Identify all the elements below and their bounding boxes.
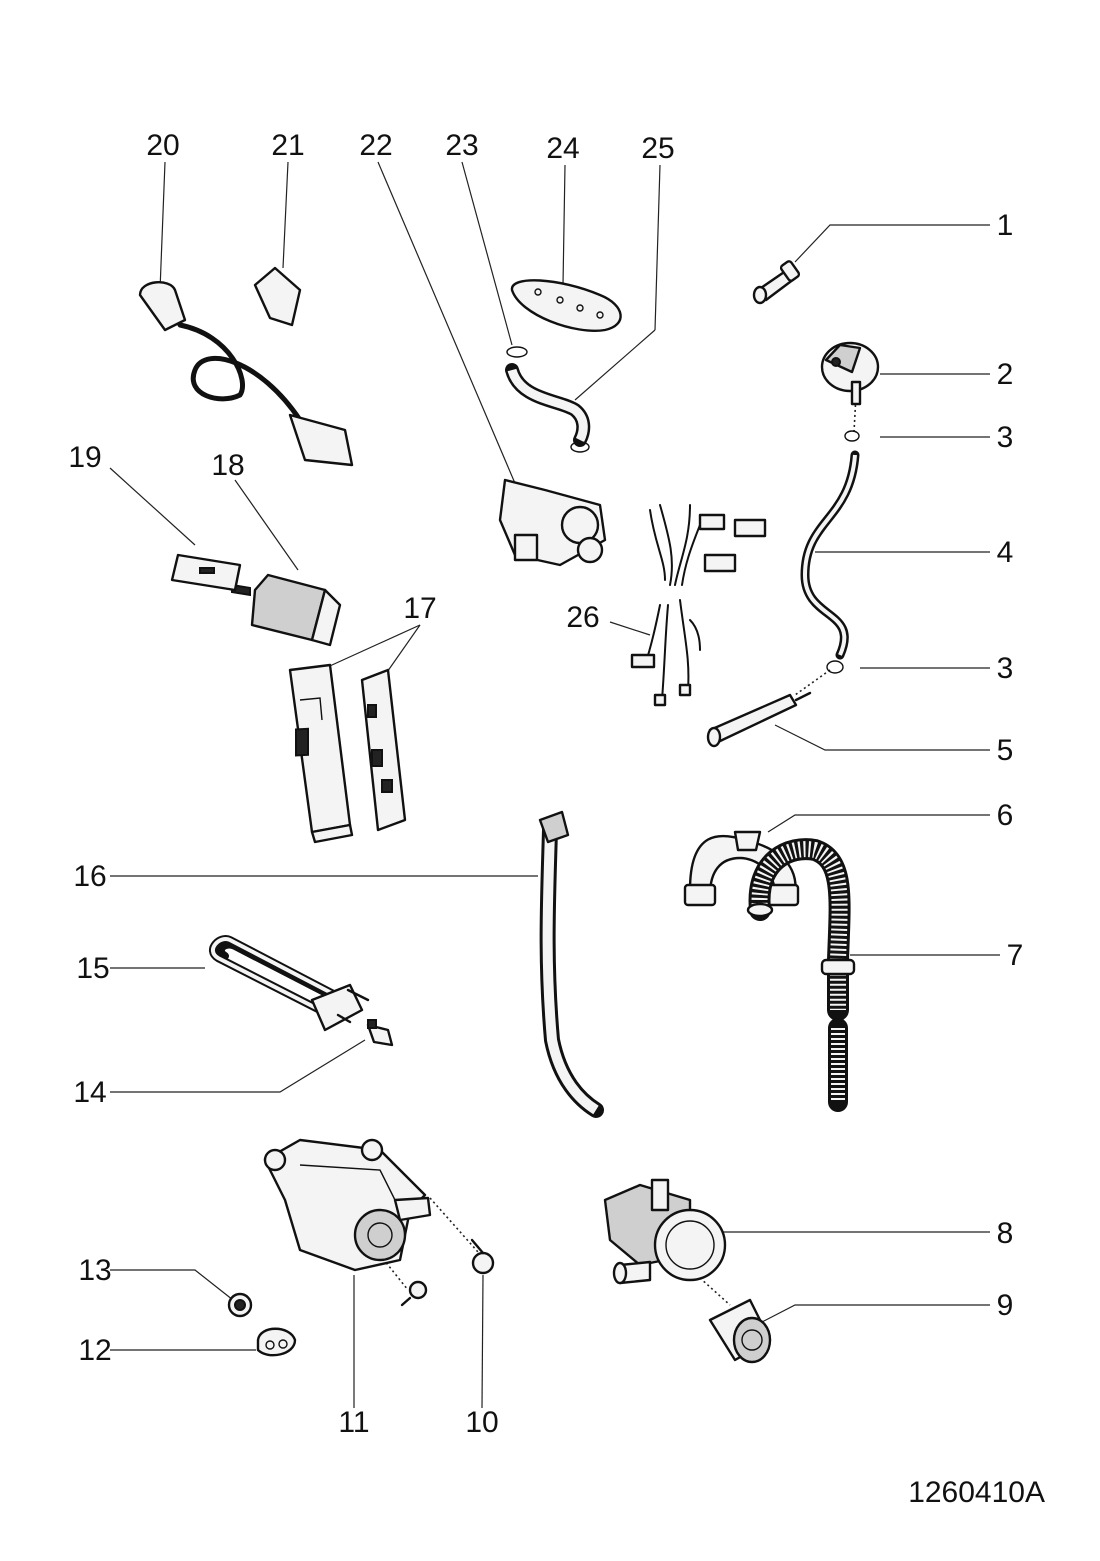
callout-19: 19 — [68, 441, 101, 474]
callout-14: 14 — [73, 1076, 106, 1109]
leader-lines — [109, 161, 1000, 1409]
callout-10: 10 — [465, 1406, 498, 1439]
part-26-wiring-harness — [630, 504, 767, 707]
part-12-bush — [256, 1327, 297, 1357]
part-13-grommet — [227, 1292, 253, 1318]
part-22-inlet-valve — [498, 478, 607, 567]
callout-11: 11 — [338, 1406, 369, 1439]
callout-22: 22 — [359, 129, 392, 162]
part-17-control-board — [288, 663, 407, 844]
callout-16: 16 — [73, 860, 106, 893]
callout-25: 25 — [641, 132, 674, 165]
callout-21: 21 — [271, 129, 304, 162]
callout-12: 12 — [78, 1334, 111, 1367]
part-24-dispenser — [510, 279, 622, 332]
part-10-screw — [470, 1238, 495, 1275]
part-15-heating-element — [209, 935, 370, 1032]
part-9-pump-filter — [708, 1298, 772, 1364]
callout-7: 7 — [1007, 939, 1024, 972]
callout-23: 23 — [445, 129, 478, 162]
callout-18: 18 — [211, 449, 244, 482]
part-14-ntc-sensor — [366, 1019, 394, 1047]
part-3-clip-top — [844, 430, 860, 442]
part-20-mains-cable — [138, 281, 354, 467]
callout-2: 2 — [997, 358, 1014, 391]
callout-3-top: 3 — [997, 421, 1014, 454]
callout-1: 1 — [997, 209, 1014, 242]
part-3-clip-bottom — [826, 660, 844, 674]
callout-6: 6 — [997, 799, 1014, 832]
part-7-drain-hose — [746, 838, 856, 1112]
callout-4: 4 — [997, 536, 1014, 569]
callout-5: 5 — [997, 734, 1014, 767]
part-4-pressure-hose — [800, 450, 860, 660]
part-19-label — [170, 553, 242, 592]
callout-26: 26 — [566, 601, 599, 634]
callout-labels: 20 21 22 23 24 25 1 2 3 4 3 5 6 7 8 9 10… — [68, 129, 1023, 1439]
callout-8: 8 — [997, 1217, 1014, 1250]
part-16-fill-hose — [538, 810, 604, 1118]
callout-3-bottom: 3 — [997, 652, 1014, 685]
part-18-filter — [231, 573, 342, 647]
callout-15: 15 — [76, 952, 109, 985]
part-23-hose-clamp — [506, 346, 528, 358]
part-11-motor — [263, 1138, 432, 1307]
part-5-air-trap — [706, 691, 812, 748]
callout-13: 13 — [78, 1254, 111, 1287]
callout-24: 24 — [546, 132, 579, 165]
part-8-drain-pump — [603, 1178, 727, 1285]
callout-9: 9 — [997, 1289, 1014, 1322]
part-6-hose-guide — [683, 830, 800, 907]
part-2-pressure-switch — [820, 341, 880, 406]
callout-20: 20 — [146, 129, 179, 162]
drawing-code: 1260410A — [908, 1476, 1045, 1509]
part-25-hose — [505, 363, 591, 453]
part-1-sensor — [752, 260, 801, 305]
callout-17: 17 — [403, 592, 436, 625]
part-21-connector — [253, 266, 302, 327]
